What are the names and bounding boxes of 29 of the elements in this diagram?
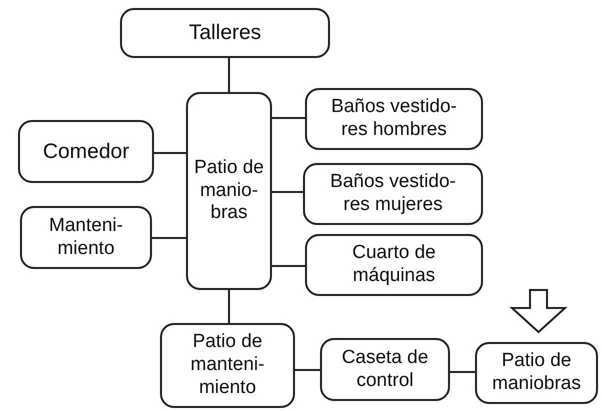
connector-line (272, 265, 305, 267)
connector-line (272, 191, 303, 193)
box-label: Comedor (42, 138, 130, 164)
connector-line (152, 237, 186, 239)
connector-line (228, 58, 230, 92)
connector-line (272, 117, 305, 119)
process-box (305, 234, 483, 296)
box-label: Baños vestido- res mujeres (329, 171, 457, 217)
connector-line (450, 371, 475, 373)
box-label: Patio de maniobras (491, 350, 582, 396)
process-box (305, 88, 483, 150)
connector-line (295, 369, 320, 371)
box-label: Manteni- miento (48, 214, 124, 260)
connector-line (228, 290, 230, 323)
process-box (120, 8, 330, 58)
process-box (160, 323, 295, 408)
box-label: Cuarto de máquinas (351, 242, 437, 288)
process-box (20, 206, 152, 269)
process-box (303, 163, 483, 225)
box-label: Patio de manteni- miento (190, 331, 266, 400)
box-label: Patio de manio- bras (194, 156, 264, 226)
process-box (475, 342, 598, 404)
box-label: Talleres (188, 20, 262, 46)
box-label: Baños vestido- res hombres (330, 96, 458, 142)
process-box (320, 338, 450, 401)
process-box (18, 120, 154, 183)
box-label: Caseta de control (340, 346, 430, 392)
process-box (186, 92, 272, 290)
connector-line (154, 152, 186, 154)
